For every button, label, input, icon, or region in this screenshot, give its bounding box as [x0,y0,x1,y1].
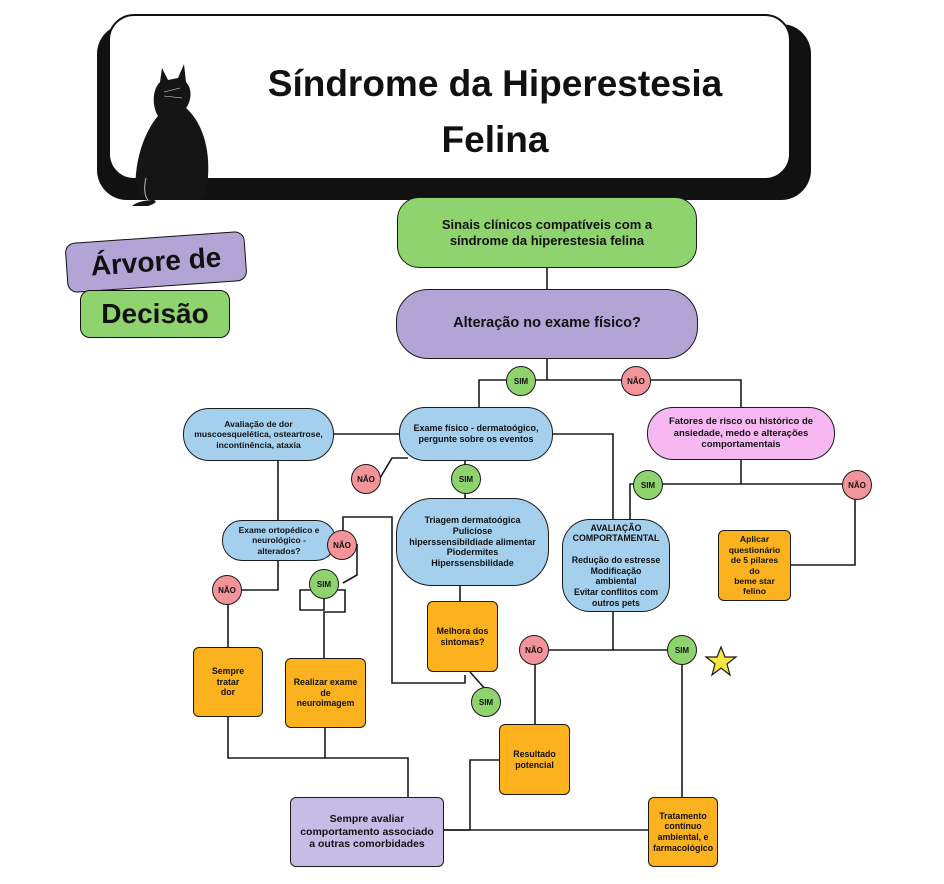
decision-tree-tag-line2: Decisão [80,290,230,338]
page-title: Síndrome da Hiperestesia Felina [267,63,723,160]
node-exame-ortopedico: Exame ortopédico e neurológico - alterad… [222,520,336,561]
node-exame-neuroimagem: Realizar exame de neuroimagem [285,658,366,728]
node-tratamento-continuo: Tratamento contínuo ambiental, e farmaco… [648,797,718,867]
decision-sim-4: SIM [309,569,339,599]
node-avaliacao-dor: Avaliação de dor muscoesquelética, ostea… [183,408,334,461]
decision-nao-3: NÃO [842,470,872,500]
black-cat-illustration [132,64,209,206]
decision-sim-3: SIM [633,470,663,500]
decision-nao-6: NÃO [519,635,549,665]
decision-sim-1: SIM [506,366,536,396]
node-avaliacao-comportamental: AVALIAÇÃO COMPORTAMENTAL Redução do estr… [562,519,670,612]
decision-nao-1: NÃO [621,366,651,396]
decision-nao-4: NÃO [327,530,357,560]
node-triagem-dermatologica: Triagem dermatoógica Pulicíose hiperssen… [396,498,549,586]
node-sinais-clinicos: Sinais clínicos compatíveis com a síndro… [397,197,697,268]
title-card [108,14,791,180]
decision-nao-2: NÃO [351,464,381,494]
yellow-star-icon [704,645,738,677]
node-fatores-de-risco: Fatores de risco ou histórico de ansieda… [647,407,835,460]
node-alteracao-exame-fisico: Alteração no exame físico? [396,289,698,359]
decision-sim-2: SIM [451,464,481,494]
decision-nao-5: NÃO [212,575,242,605]
decision-sim-5: SIM [667,635,697,665]
node-melhora-sintomas: Melhora dos sintomas? [427,601,498,672]
node-exame-fisico-dermatologico: Exame físico - dermatoógico, pergunte so… [399,407,553,461]
decision-sim-6: SIM [471,687,501,717]
node-resultado-potencial: Resultado potencial [499,724,570,795]
node-sempre-tratar-dor: Sempre tratar dor [193,647,263,717]
node-aplicar-questionario: Aplicar questionário de 5 pilares do bem… [718,530,791,601]
node-sempre-avaliar-comportamento: Sempre avaliar comportamento associado a… [290,797,444,867]
